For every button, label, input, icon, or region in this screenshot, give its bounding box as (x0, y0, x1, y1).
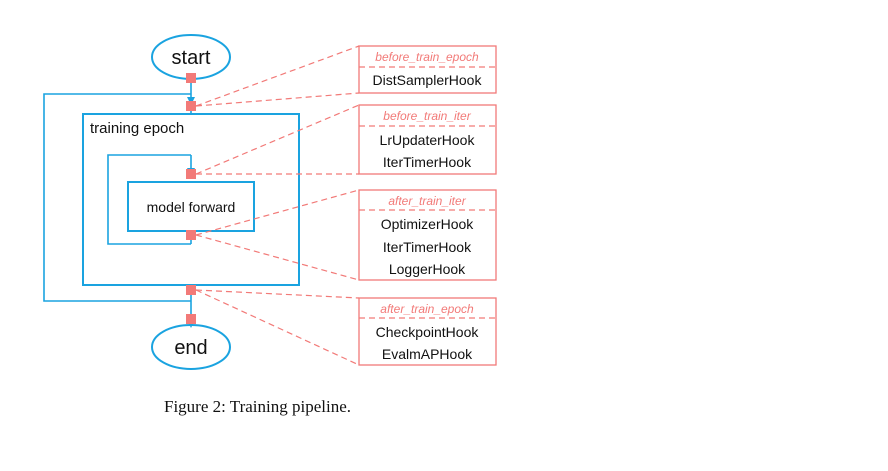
hook-point-start (186, 73, 196, 83)
hook-point-end (186, 314, 196, 324)
hook-item: IterTimerHook (383, 154, 472, 170)
leader-after-train-iter-bottom (195, 234, 360, 281)
hook-point-before-train-epoch (186, 101, 196, 111)
hook-box-after-train-epoch: after_train_epoch CheckpointHook EvalmAP… (358, 297, 497, 366)
hook-point-after-train-epoch (186, 285, 196, 295)
hook-title: after_train_iter (388, 194, 466, 208)
leader-before-train-iter-top (195, 104, 360, 175)
training-epoch-label: training epoch (90, 120, 184, 137)
leader-after-train-iter-top (195, 189, 360, 236)
iter-loop-line (107, 154, 191, 245)
leader-after-train-epoch-top (195, 289, 360, 299)
model-forward-label: model forward (147, 199, 236, 215)
hook-item: IterTimerHook (383, 239, 472, 255)
hook-item: OptimizerHook (381, 216, 475, 232)
leader-before-train-epoch-top (195, 45, 360, 107)
hook-title: before_train_epoch (375, 50, 479, 64)
start-label: start (172, 47, 211, 69)
hook-item: CheckpointHook (376, 324, 480, 340)
end-label: end (174, 337, 207, 359)
figure-caption: Figure 2: Training pipeline. (164, 397, 351, 416)
hook-item: DistSamplerHook (373, 72, 483, 88)
hook-box-before-train-iter: before_train_iter LrUpdaterHook IterTime… (358, 104, 497, 175)
hook-box-after-train-iter: after_train_iter OptimizerHook IterTimer… (358, 189, 497, 281)
hook-title: after_train_epoch (380, 302, 474, 316)
epoch-loop-line (43, 93, 191, 302)
hook-item: LoggerHook (389, 261, 466, 277)
leader-before-train-epoch-bottom (195, 92, 360, 107)
hook-title: before_train_iter (383, 109, 471, 123)
hook-point-after-train-iter (186, 230, 196, 240)
hook-box-before-train-epoch: before_train_epoch DistSamplerHook (358, 45, 497, 94)
hook-point-before-train-iter (186, 169, 196, 179)
hook-item: LrUpdaterHook (380, 132, 476, 148)
hook-item: EvalmAPHook (382, 346, 473, 362)
leader-after-train-epoch-bottom (195, 289, 360, 366)
